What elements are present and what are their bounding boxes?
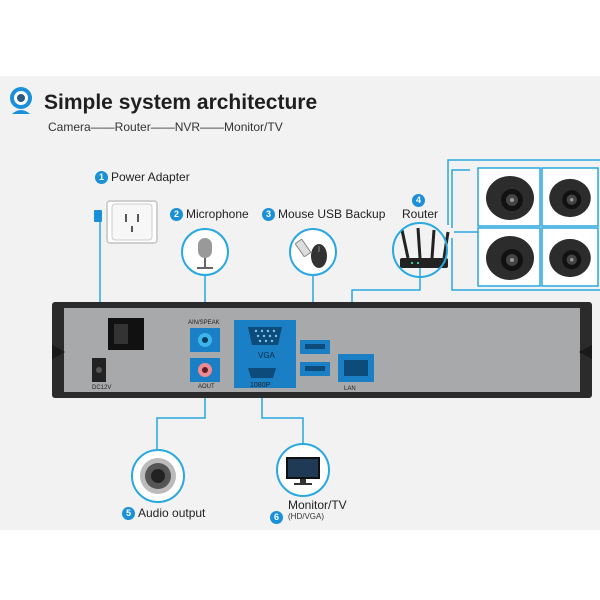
hdmi-port xyxy=(248,368,276,378)
port-label-ain: AIN/SPEAK xyxy=(188,320,220,326)
dome-camera-icon xyxy=(486,176,534,220)
power-switch-rocker xyxy=(114,324,128,344)
router-circle xyxy=(392,222,448,278)
label-monitor-number: 6 xyxy=(270,510,286,524)
monitor-icon xyxy=(286,457,320,485)
camera-line-4 xyxy=(451,238,600,291)
port-label-dc: DC12V xyxy=(92,385,112,391)
port-label-lan: LAN xyxy=(344,386,356,392)
hdmi-line xyxy=(261,398,304,445)
plug-connector xyxy=(94,210,102,222)
dome-camera-icon xyxy=(549,178,591,218)
nvr-left-notch xyxy=(52,345,65,359)
usb-mouse-icon xyxy=(295,239,327,268)
audio-line xyxy=(156,398,206,452)
dome-camera-icon xyxy=(549,238,591,278)
camera-line-2 xyxy=(451,169,470,228)
page-subtitle: Camera——Router——NVR——Monitor/TV xyxy=(48,120,283,134)
camera-line-1 xyxy=(447,159,600,225)
dome-camera-icon xyxy=(486,236,534,280)
microphone-circle xyxy=(181,228,229,276)
socket-circle xyxy=(106,200,158,244)
mouse-circle xyxy=(289,228,337,276)
port-label-hdmi: 1080P xyxy=(250,382,271,389)
page-title: Simple system architecture xyxy=(44,91,318,114)
audio-circle xyxy=(131,449,185,503)
port-label-vga: VGA xyxy=(258,351,275,360)
audio-jack-icon xyxy=(140,458,176,494)
nvr-right-notch xyxy=(579,345,592,359)
label-monitor-sub: (HD/VGA) xyxy=(288,512,324,521)
webcam-logo-icon xyxy=(10,87,32,114)
label-monitor-tv: Monitor/TV xyxy=(288,498,347,512)
monitor-circle xyxy=(276,443,330,497)
port-label-aout: AOUT xyxy=(198,384,215,390)
microphone-icon xyxy=(197,238,213,269)
wall-socket-icon xyxy=(111,203,153,241)
